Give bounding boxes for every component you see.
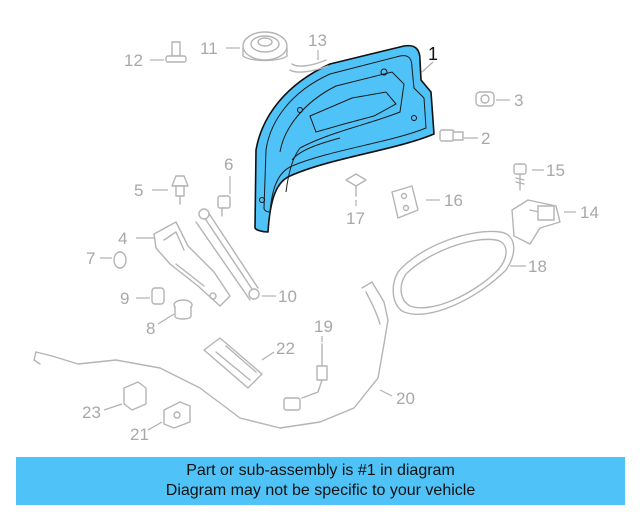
lift-support-part-10[interactable] <box>195 208 260 301</box>
callout-17: 17 <box>346 209 365 228</box>
callout-3: 3 <box>514 91 523 110</box>
callout-13: 13 <box>308 31 327 50</box>
callout-4: 4 <box>118 229 127 248</box>
striker-part-16[interactable] <box>391 185 419 219</box>
parts-diagram: 1 2 3 4 5 6 7 8 <box>33 31 599 444</box>
callout-16: 16 <box>444 191 463 210</box>
callout-6: 6 <box>224 155 233 174</box>
hinge-part-4[interactable] <box>153 221 231 307</box>
release-cable-part-20[interactable] <box>33 281 389 429</box>
callout-9: 9 <box>120 289 129 308</box>
latch-assembly-part-22[interactable] <box>203 337 263 389</box>
bumper-part-9[interactable] <box>151 287 165 305</box>
plug-part-7[interactable] <box>113 251 127 269</box>
callout-21: 21 <box>130 425 149 444</box>
callout-22: 22 <box>276 339 295 358</box>
bumper-part-2[interactable] <box>439 129 464 142</box>
grommet-part-8[interactable] <box>173 299 193 320</box>
callout-20: 20 <box>396 389 415 408</box>
callout-5: 5 <box>134 181 143 200</box>
weatherstrip-part-18[interactable] <box>392 230 515 316</box>
bolt-part-6[interactable] <box>217 195 231 217</box>
clip-part-17[interactable] <box>345 173 367 197</box>
callout-15: 15 <box>546 161 565 180</box>
banner-line-1: Part or sub-assembly is #1 in diagram <box>186 462 455 479</box>
bumper-block-part-23[interactable] <box>123 381 147 411</box>
callout-18: 18 <box>528 257 547 276</box>
rod-part-13[interactable] <box>289 59 329 73</box>
bumper-part-3[interactable] <box>475 91 495 107</box>
info-banner: Part or sub-assembly is #1 in diagram Di… <box>16 457 625 505</box>
bracket-part-21[interactable] <box>163 401 191 429</box>
callout-1: 1 <box>428 44 438 64</box>
stud-part-5[interactable] <box>171 175 189 205</box>
rod-part-19[interactable] <box>301 343 328 399</box>
trunk-lid-part-1[interactable] <box>254 44 435 233</box>
latch-part-14[interactable] <box>511 199 561 245</box>
screw-part-15[interactable] <box>513 163 527 191</box>
pin-part-12[interactable] <box>165 41 187 63</box>
actuator-part-11[interactable] <box>242 31 288 62</box>
callout-10: 10 <box>278 287 297 306</box>
callout-14: 14 <box>580 203 599 222</box>
callout-11: 11 <box>200 39 218 58</box>
callout-12: 12 <box>124 51 143 70</box>
callout-7: 7 <box>86 249 95 268</box>
banner-line-2: Diagram may not be specific to your vehi… <box>165 482 476 499</box>
callout-8: 8 <box>146 319 155 338</box>
callout-2: 2 <box>481 129 490 148</box>
callout-19: 19 <box>314 317 333 336</box>
callout-23: 23 <box>82 403 101 422</box>
